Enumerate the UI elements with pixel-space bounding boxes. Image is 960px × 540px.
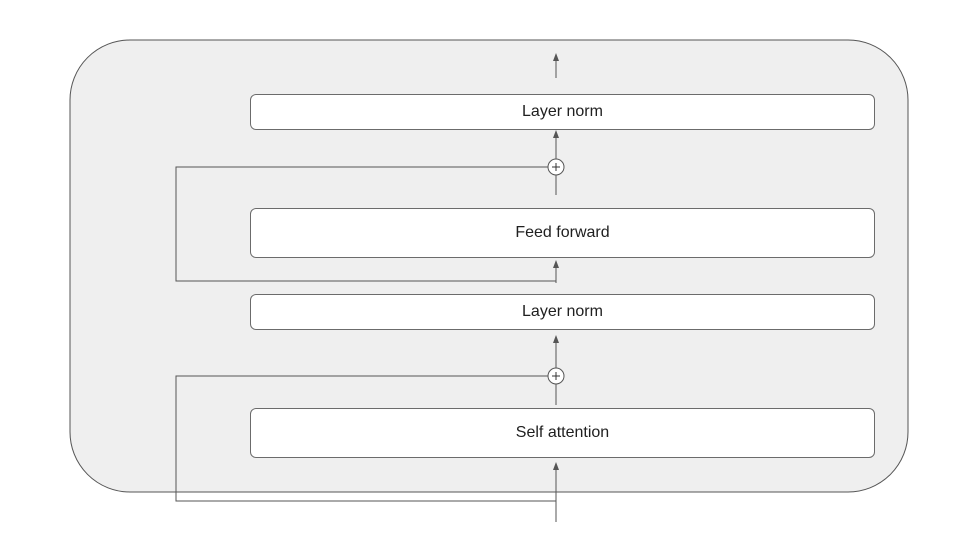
encoder-layer-container	[69, 39, 909, 493]
residual-connection-upper	[175, 166, 556, 282]
layer-norm-mid-label: Layer norm	[522, 303, 603, 320]
self-attention-label: Self attention	[515, 424, 610, 441]
residual-connection-lower	[175, 375, 556, 502]
feed-forward-label: Feed forward	[515, 224, 610, 241]
add-node-lower	[547, 367, 565, 385]
self-attention-block: Self attention	[250, 408, 875, 458]
layer-norm-top-block: Layer norm	[250, 94, 875, 130]
layer-norm-top-label: Layer norm	[522, 103, 603, 120]
layer-norm-mid-block: Layer norm	[250, 294, 875, 330]
feed-forward-block: Feed forward	[250, 208, 875, 258]
add-node-upper	[547, 158, 565, 176]
